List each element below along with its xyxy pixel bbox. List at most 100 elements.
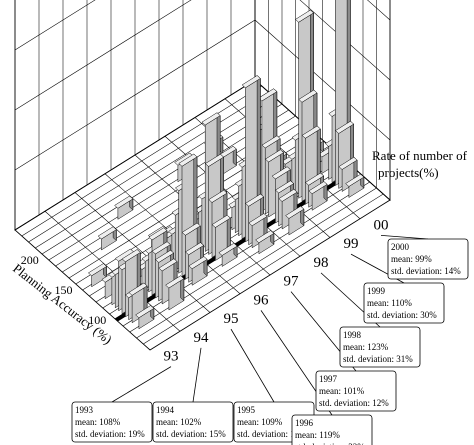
- annotation-box: [152, 401, 234, 443]
- bar-top-face: [87, 263, 108, 277]
- floor-col-line: [44, 211, 181, 332]
- annotation-box: [71, 401, 153, 443]
- side-wall-hgrid: [299, 0, 391, 81]
- bar-1995-200: [114, 195, 134, 220]
- annotation-2000: 2000 mean: 99% std. deviation: 14%: [380, 234, 469, 280]
- annotation-sd: std. deviation: 31%: [343, 354, 413, 364]
- bar-top-face: [155, 249, 175, 263]
- wall-hgrid: [14, 0, 192, 111]
- bar-top-face: [188, 256, 208, 270]
- annotation-mean: mean: 123%: [343, 342, 389, 352]
- bar-top-face: [151, 241, 171, 255]
- bar-top-face: [338, 156, 358, 170]
- z-axis-label: Rate of number of: [372, 148, 468, 163]
- annotation-box: [363, 282, 445, 324]
- x-tick-99: 99: [344, 236, 359, 252]
- annotation-leader: [192, 347, 202, 403]
- bar-1998-180: [217, 145, 237, 176]
- annotation-year: 2000: [391, 242, 410, 252]
- bar-top-face: [211, 214, 231, 228]
- annotation-leader: [230, 328, 275, 403]
- z-axis-label-line2: projects(%): [378, 165, 439, 180]
- bars-group: [87, 0, 365, 330]
- bar-top-face: [178, 153, 198, 167]
- bar-top-face: [294, 9, 315, 23]
- bar-top-face: [158, 258, 178, 272]
- bar-top-face: [278, 188, 298, 202]
- bar-top-face: [135, 305, 155, 319]
- bar-top-face: [97, 226, 117, 240]
- bar-1999-90: [308, 180, 328, 211]
- annotation-sd: std. deviation: 19%: [75, 429, 145, 439]
- bar-1993-150: [87, 262, 108, 288]
- annotation-mean: mean: 119%: [295, 430, 340, 440]
- annotation-1993: 1993 mean: 108% std. deviation: 19%: [71, 366, 172, 443]
- bar-1993-80: [135, 304, 155, 330]
- y-tick-200: 200: [21, 253, 39, 267]
- annotation-1996: 1996 mean: 119% std. deviation: 32%: [260, 310, 373, 445]
- annotation-sd: std. deviation: 14%: [391, 266, 461, 276]
- annotation-box: [315, 370, 397, 412]
- bar-1998-80: [285, 205, 305, 236]
- bar-top-face: [298, 89, 318, 103]
- annotation-1994: 1994 mean: 102% std. deviation: 15%: [152, 347, 234, 443]
- bar-top-face: [218, 242, 238, 256]
- annotation-year: 1997: [319, 374, 338, 384]
- bar-1995-90: [188, 255, 208, 286]
- bar-top-face: [275, 180, 295, 194]
- annotation-sd: std. deviation: 10%: [237, 429, 307, 439]
- annotation-mean: mean: 108%: [75, 417, 121, 427]
- annotation-box: [339, 326, 421, 368]
- annotation-year: 1993: [75, 405, 94, 415]
- bar-2000-80: [345, 173, 365, 198]
- annotation-year: 1996: [295, 418, 314, 428]
- annotation-sd: std. deviation: 32%: [295, 442, 365, 445]
- annotation-sd: std. deviation: 15%: [156, 429, 226, 439]
- x-tick-97: 97: [284, 274, 300, 290]
- annotation-year: 1995: [237, 405, 256, 415]
- x-tick-94: 94: [194, 330, 210, 346]
- bar-top-face: [305, 172, 325, 186]
- annotation-mean: mean: 102%: [156, 417, 202, 427]
- side-wall-hgrid: [254, 19, 391, 141]
- x-tick-96: 96: [254, 292, 270, 308]
- bar-top-face: [301, 125, 321, 139]
- x-tick-93: 93: [164, 349, 179, 365]
- bar-top-face: [345, 173, 365, 187]
- bar-top-face: [241, 75, 261, 89]
- bar-top-face: [264, 149, 285, 163]
- bar-top-face: [271, 166, 291, 180]
- bar-top-face: [114, 195, 134, 209]
- annotation-year: 1999: [367, 286, 386, 296]
- wall-hgrid: [14, 0, 96, 51]
- bar-top-face: [335, 120, 355, 134]
- annotation-mean: mean: 110%: [367, 298, 412, 308]
- bar-top-face: [128, 282, 148, 296]
- bar-top-face: [165, 275, 185, 289]
- annotation-box: [291, 414, 373, 445]
- bar-top-face: [248, 213, 268, 227]
- annotation-year: 1998: [343, 330, 362, 340]
- annotation-1998: 1998 mean: 123% std. deviation: 31%: [320, 272, 421, 368]
- bar-1994-80: [165, 275, 185, 311]
- bar-top-face: [204, 153, 225, 167]
- annotation-leader: [111, 366, 172, 403]
- annotation-mean: mean: 99%: [391, 254, 432, 264]
- bar-top-face: [185, 242, 205, 256]
- annotation-year: 1994: [156, 405, 175, 415]
- bar-top-face: [245, 193, 265, 207]
- wall-hgrid: [14, 19, 256, 171]
- annotation-leader: [380, 234, 429, 240]
- x-tick-00: 00: [374, 217, 389, 233]
- bar-top-face: [255, 230, 275, 244]
- annotation-boxes: 1993 mean: 108% std. deviation: 19% 1994 mea…: [71, 234, 469, 445]
- x-tick-95: 95: [224, 311, 239, 327]
- bar-top-face: [285, 205, 305, 219]
- annotation-mean: mean: 101%: [319, 386, 365, 396]
- annotation-sd: std. deviation: 12%: [319, 398, 389, 408]
- bar-top-face: [201, 112, 221, 126]
- y-tick-100: 100: [88, 313, 106, 327]
- annotation-mean: mean: 109%: [237, 417, 283, 427]
